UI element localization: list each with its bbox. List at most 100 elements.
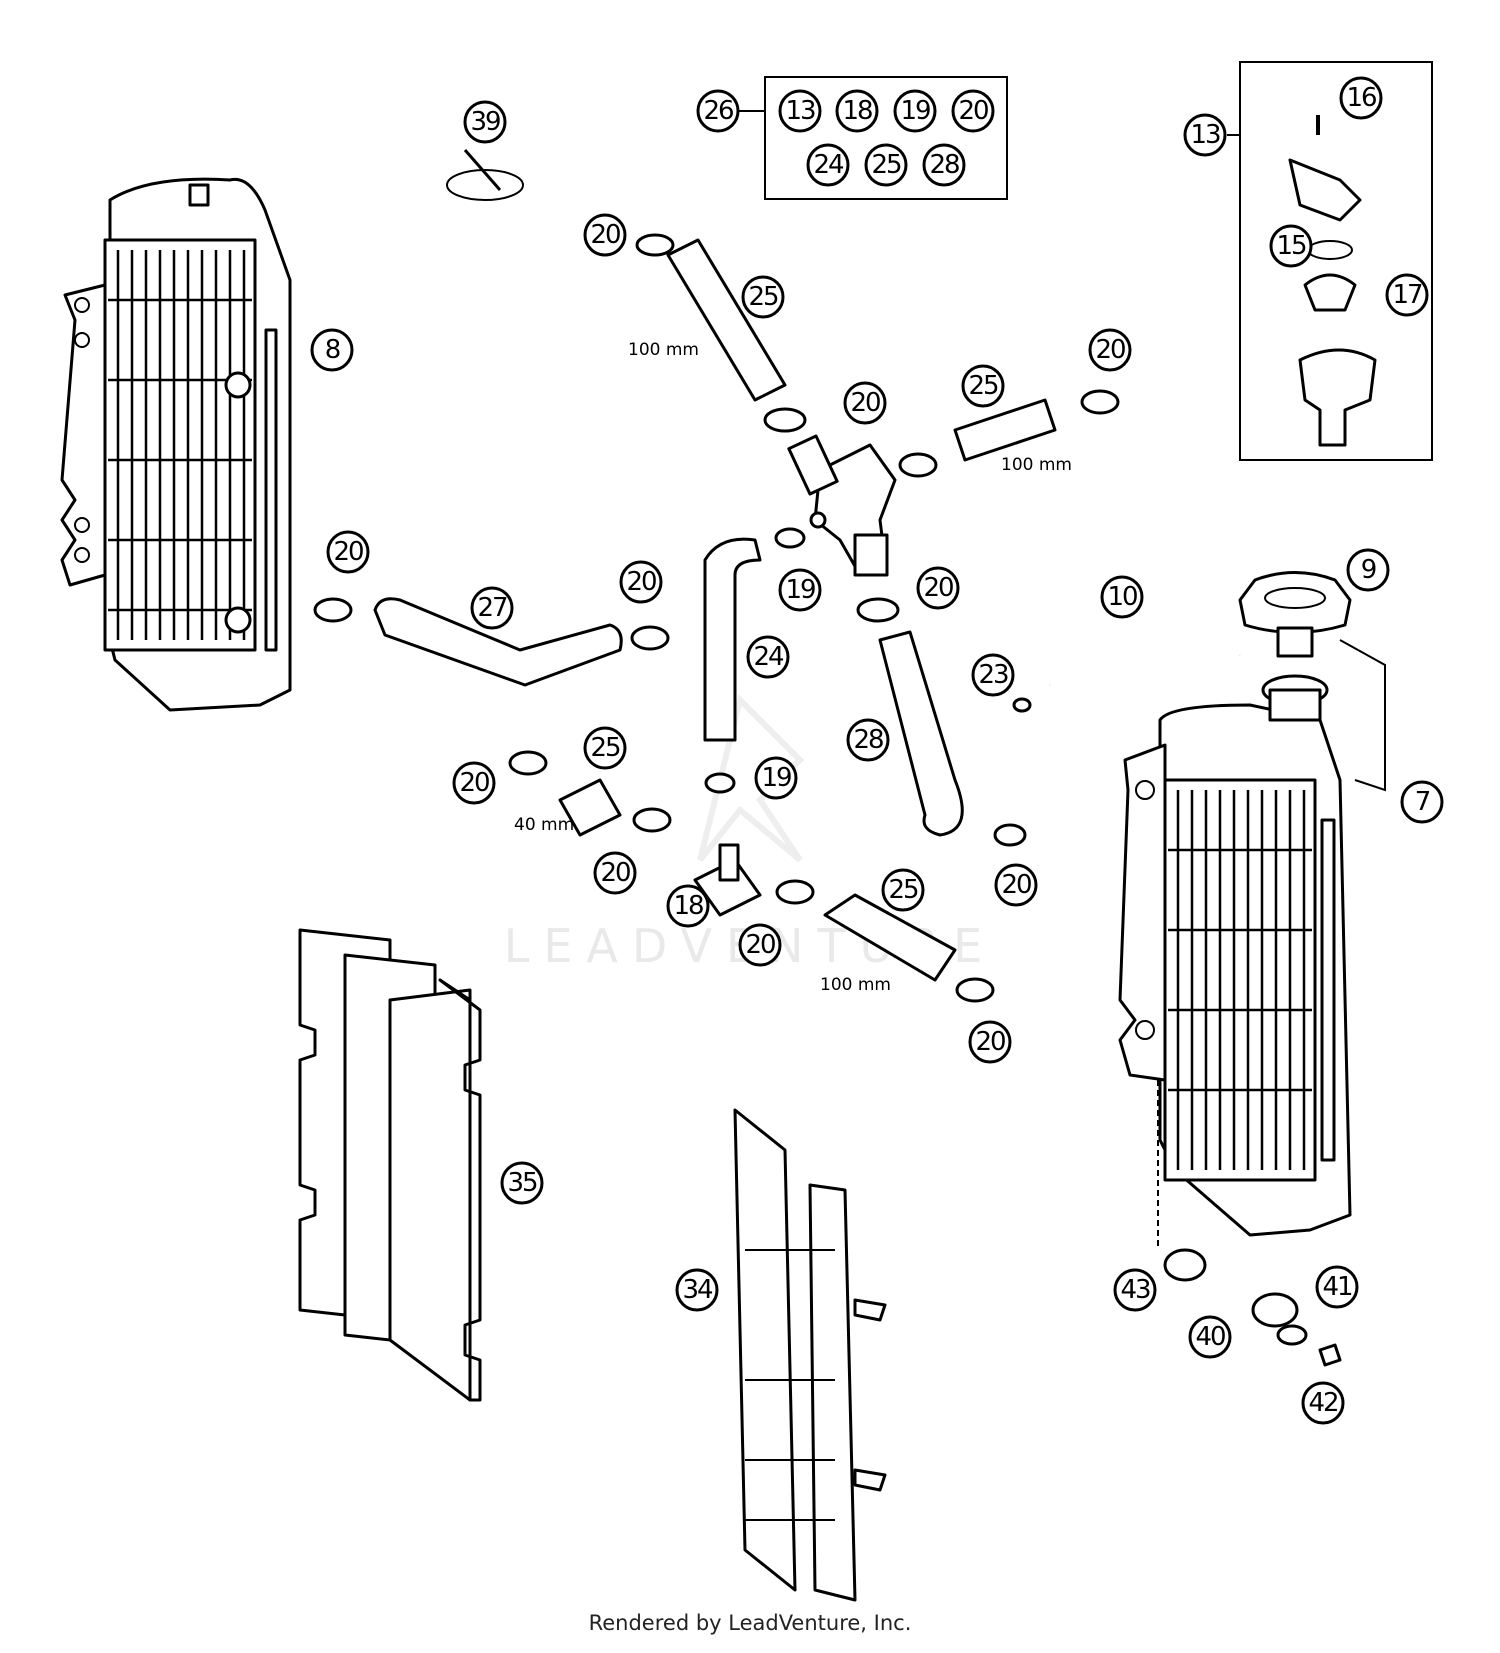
svg-text:20: 20 — [958, 96, 988, 126]
callout-19[interactable]: 19 — [754, 756, 798, 800]
kit-item[interactable]: 13 — [778, 89, 822, 133]
kit-item[interactable]: 25 — [864, 143, 908, 187]
callout-26[interactable]: 26 — [696, 89, 740, 133]
svg-text:25: 25 — [888, 875, 918, 905]
kit-item[interactable]: 19 — [893, 89, 937, 133]
callout-25[interactable]: 25 — [961, 364, 1005, 408]
svg-text:28: 28 — [929, 150, 959, 180]
kit-26-box — [737, 76, 1008, 200]
dimension-label: 100 mm — [1001, 455, 1072, 475]
callout-20[interactable]: 20 — [593, 851, 637, 895]
hoses — [373, 238, 1242, 982]
callout-7[interactable]: 7 — [1400, 780, 1444, 824]
svg-text:20: 20 — [1095, 335, 1125, 365]
callout-20[interactable]: 20 — [452, 761, 496, 805]
svg-text:20: 20 — [975, 1027, 1005, 1057]
right-radiator — [1118, 674, 1352, 1237]
callout-18[interactable]: 18 — [666, 884, 710, 928]
svg-text:42: 42 — [1308, 1388, 1337, 1418]
callout-15[interactable]: 15 — [1269, 224, 1313, 268]
cable-tie — [446, 149, 524, 201]
svg-text:26: 26 — [703, 96, 733, 126]
spoiler-34 — [733, 1108, 887, 1602]
svg-text:34: 34 — [682, 1275, 713, 1305]
callout-42[interactable]: 42 — [1301, 1381, 1345, 1425]
callout-34[interactable]: 34 — [675, 1268, 719, 1312]
svg-text:35: 35 — [507, 1168, 537, 1198]
svg-text:41: 41 — [1322, 1272, 1352, 1302]
callout-41[interactable]: 41 — [1315, 1265, 1359, 1309]
svg-text:24: 24 — [753, 642, 784, 672]
callout-20[interactable]: 20 — [1088, 328, 1132, 372]
svg-text:20: 20 — [1001, 870, 1031, 900]
callout-13[interactable]: 13 — [1183, 113, 1227, 157]
kit-item[interactable]: 20 — [951, 89, 995, 133]
callout-25[interactable]: 25 — [583, 726, 627, 770]
svg-text:20: 20 — [626, 567, 656, 597]
svg-text:10: 10 — [1107, 582, 1137, 612]
callout-27[interactable]: 27 — [470, 586, 514, 630]
svg-text:40: 40 — [1195, 1322, 1225, 1352]
callout-20[interactable]: 20 — [619, 560, 663, 604]
callout-39[interactable]: 39 — [463, 100, 507, 144]
svg-text:25: 25 — [871, 150, 901, 180]
callout-35[interactable]: 35 — [500, 1161, 544, 1205]
svg-text:7: 7 — [1415, 787, 1430, 817]
thermostat-inset — [1227, 61, 1433, 461]
callout-20[interactable]: 20 — [326, 530, 370, 574]
spoiler-35 — [298, 928, 482, 1402]
callout-28[interactable]: 28 — [846, 718, 890, 762]
svg-text:25: 25 — [590, 733, 620, 763]
svg-text:18: 18 — [673, 891, 703, 921]
callout-20[interactable]: 20 — [994, 863, 1038, 907]
svg-text:24: 24 — [813, 150, 844, 180]
dimension-label: 100 mm — [628, 340, 699, 360]
callout-10[interactable]: 10 — [1100, 575, 1144, 619]
callout-43[interactable]: 43 — [1113, 1268, 1157, 1312]
callout-16[interactable]: 16 — [1339, 76, 1383, 120]
callout-19[interactable]: 19 — [778, 568, 822, 612]
callout-20[interactable]: 20 — [583, 213, 627, 257]
dimension-label: 100 mm — [820, 975, 891, 995]
svg-text:20: 20 — [850, 388, 880, 418]
svg-text:20: 20 — [590, 220, 620, 250]
svg-text:23: 23 — [978, 660, 1008, 690]
svg-text:17: 17 — [1392, 280, 1422, 310]
svg-text:13: 13 — [1190, 120, 1220, 150]
callout-25[interactable]: 25 — [881, 868, 925, 912]
svg-text:43: 43 — [1120, 1275, 1150, 1305]
svg-text:16: 16 — [1346, 83, 1376, 113]
radiator-cap — [1238, 571, 1386, 792]
watermark-logo — [697, 694, 805, 863]
mounting-hardware — [1157, 1080, 1342, 1367]
callout-25[interactable]: 25 — [741, 275, 785, 319]
svg-text:20: 20 — [333, 537, 363, 567]
svg-text:25: 25 — [748, 282, 778, 312]
callout-23[interactable]: 23 — [971, 653, 1015, 697]
svg-text:39: 39 — [470, 107, 500, 137]
dimension-label: 40 mm — [514, 815, 574, 835]
svg-text:20: 20 — [923, 573, 953, 603]
thermostat-housing — [787, 434, 897, 577]
callout-9[interactable]: 9 — [1346, 548, 1390, 592]
left-radiator — [60, 177, 292, 712]
callout-20[interactable]: 20 — [843, 381, 887, 425]
callout-24[interactable]: 24 — [746, 635, 790, 679]
callout-40[interactable]: 40 — [1188, 1315, 1232, 1359]
hose-clamps — [313, 233, 1120, 1003]
callout-20[interactable]: 20 — [738, 923, 782, 967]
kit-item[interactable]: 18 — [835, 89, 879, 133]
kit-item[interactable]: 28 — [922, 143, 966, 187]
callout-20[interactable]: 20 — [968, 1020, 1012, 1064]
kit-item[interactable]: 24 — [806, 143, 850, 187]
callout-20[interactable]: 20 — [916, 566, 960, 610]
svg-text:19: 19 — [900, 96, 930, 126]
footer-credit: Rendered by LeadVenture, Inc. — [588, 1611, 912, 1635]
svg-text:20: 20 — [745, 930, 775, 960]
svg-text:9: 9 — [1361, 555, 1376, 585]
svg-text:15: 15 — [1276, 231, 1306, 261]
callout-8[interactable]: 8 — [310, 328, 354, 372]
callout-17[interactable]: 17 — [1385, 273, 1429, 317]
svg-text:28: 28 — [853, 725, 883, 755]
